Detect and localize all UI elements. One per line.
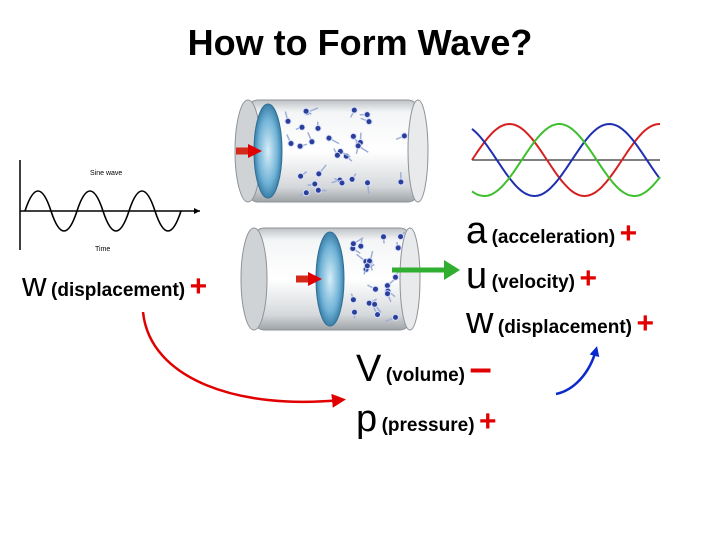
left-term-sign: + [189, 270, 208, 303]
particle [349, 296, 357, 304]
left-term-desc: (displacement) [51, 280, 186, 301]
particle [348, 175, 356, 183]
particle [397, 178, 405, 186]
particle [372, 285, 379, 293]
particle [351, 308, 358, 316]
piston-bottom [315, 231, 345, 327]
time-axis-label: Time [95, 246, 111, 253]
term-acceleration: a (acceleration) + [466, 210, 638, 252]
particle [380, 233, 387, 241]
page-title: How to Form Wave? [187, 22, 533, 63]
particle [365, 118, 373, 126]
particle [314, 186, 322, 194]
particle [302, 107, 310, 115]
term-volume: V (volume) – [356, 346, 492, 390]
particle [350, 106, 358, 114]
wave-blue [471, 122, 661, 198]
particle [325, 134, 333, 142]
particle [354, 142, 362, 150]
particle [363, 111, 371, 119]
wave-green [471, 123, 661, 198]
particle [364, 179, 371, 187]
particle [384, 290, 391, 298]
particle [349, 240, 357, 248]
particle [374, 311, 381, 319]
particle [311, 180, 319, 188]
cylinder-top [234, 99, 429, 203]
particle [308, 138, 316, 146]
particle [315, 170, 323, 178]
term-velocity: u (velocity) + [466, 255, 597, 297]
red-curved-arrow [141, 311, 346, 408]
phase-waves-graph [471, 122, 661, 198]
particle [363, 262, 371, 270]
particle [371, 300, 379, 308]
particle [400, 132, 408, 140]
particle [314, 124, 322, 132]
particle [392, 273, 399, 281]
particle [297, 172, 305, 180]
particle [298, 123, 306, 131]
left-term: w (displacement) + [22, 266, 207, 305]
piston-top [253, 103, 283, 199]
particle [287, 140, 295, 147]
sine-wave-curve [24, 190, 182, 232]
term-displacement: w (displacement) + [466, 300, 654, 342]
particle [284, 117, 292, 125]
left-term-symbol: w [22, 266, 47, 304]
particle [397, 233, 405, 241]
sine-wave-graph [19, 160, 200, 250]
particle [333, 151, 341, 159]
particle [357, 242, 365, 250]
particle [296, 142, 304, 150]
term-pressure: p (pressure) + [356, 398, 497, 440]
blue-curved-arrow [555, 346, 600, 396]
particle [302, 189, 310, 197]
particle [349, 132, 357, 140]
particle [394, 244, 402, 252]
particle [338, 179, 346, 187]
particles-bottom [349, 231, 406, 322]
cylinder-bottom [240, 227, 421, 331]
particles-top [284, 106, 408, 197]
particle [392, 313, 399, 321]
sine-wave-label: Sine wave [90, 170, 123, 177]
wave-red [471, 122, 661, 198]
